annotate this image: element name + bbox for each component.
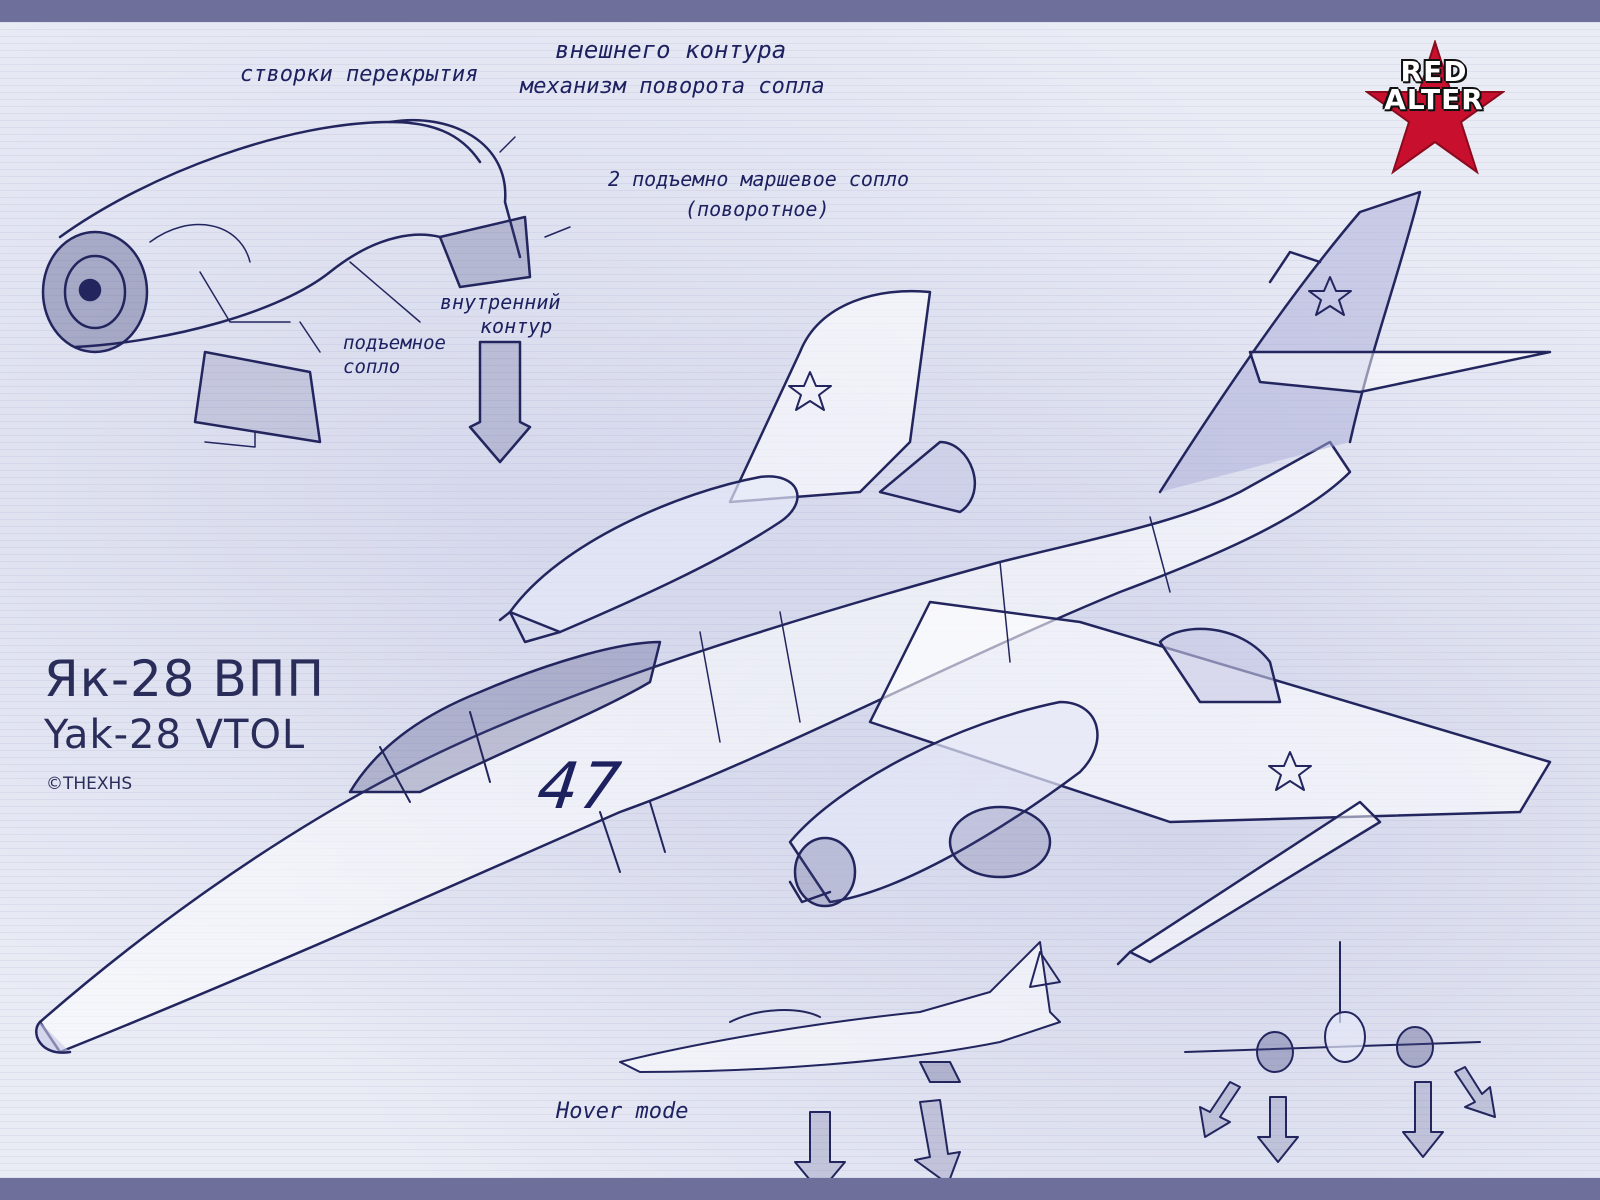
- hover-mode-label: Hover mode: [556, 1099, 689, 1124]
- aircraft-sketch: [35, 118, 1552, 1178]
- artist-credit: ©THEXHS: [46, 774, 133, 794]
- annotation-nozzle-rotation: механизм поворота сопла: [520, 74, 825, 99]
- logo-text-red: RED: [1400, 55, 1468, 88]
- sketch-sheet: внешнего контура створки перекрытия меха…: [0, 22, 1600, 1178]
- side-view-drawing: [619, 941, 1061, 1178]
- annotation-cruise-nozzle: 2 подъемно маршевое сопло: [608, 167, 910, 191]
- title-russian: Як-28 ВПП: [44, 650, 325, 708]
- main-aircraft-drawing: [35, 190, 1552, 1054]
- logo-text-alter: ALTER: [1384, 83, 1484, 116]
- engine-cutaway-drawing: [41, 118, 571, 464]
- front-view-drawing: [1184, 941, 1496, 1163]
- annotation-cruise-nozzle-rotating: (поворотное): [685, 197, 830, 221]
- annotation-lift-nozzle: подъемное: [343, 332, 446, 354]
- annotation-lift-nozzle-2: сопло: [343, 356, 401, 378]
- annotation-inner-contour-2: контур: [480, 314, 553, 338]
- annotation-doors: створки перекрытия: [240, 62, 479, 87]
- red-alter-logo: [1365, 40, 1505, 175]
- title-english: Yak-28 VTOL: [44, 712, 306, 758]
- annotation-outer-contour: внешнего контура: [555, 36, 787, 64]
- annotation-inner-contour: внутренний: [440, 290, 561, 314]
